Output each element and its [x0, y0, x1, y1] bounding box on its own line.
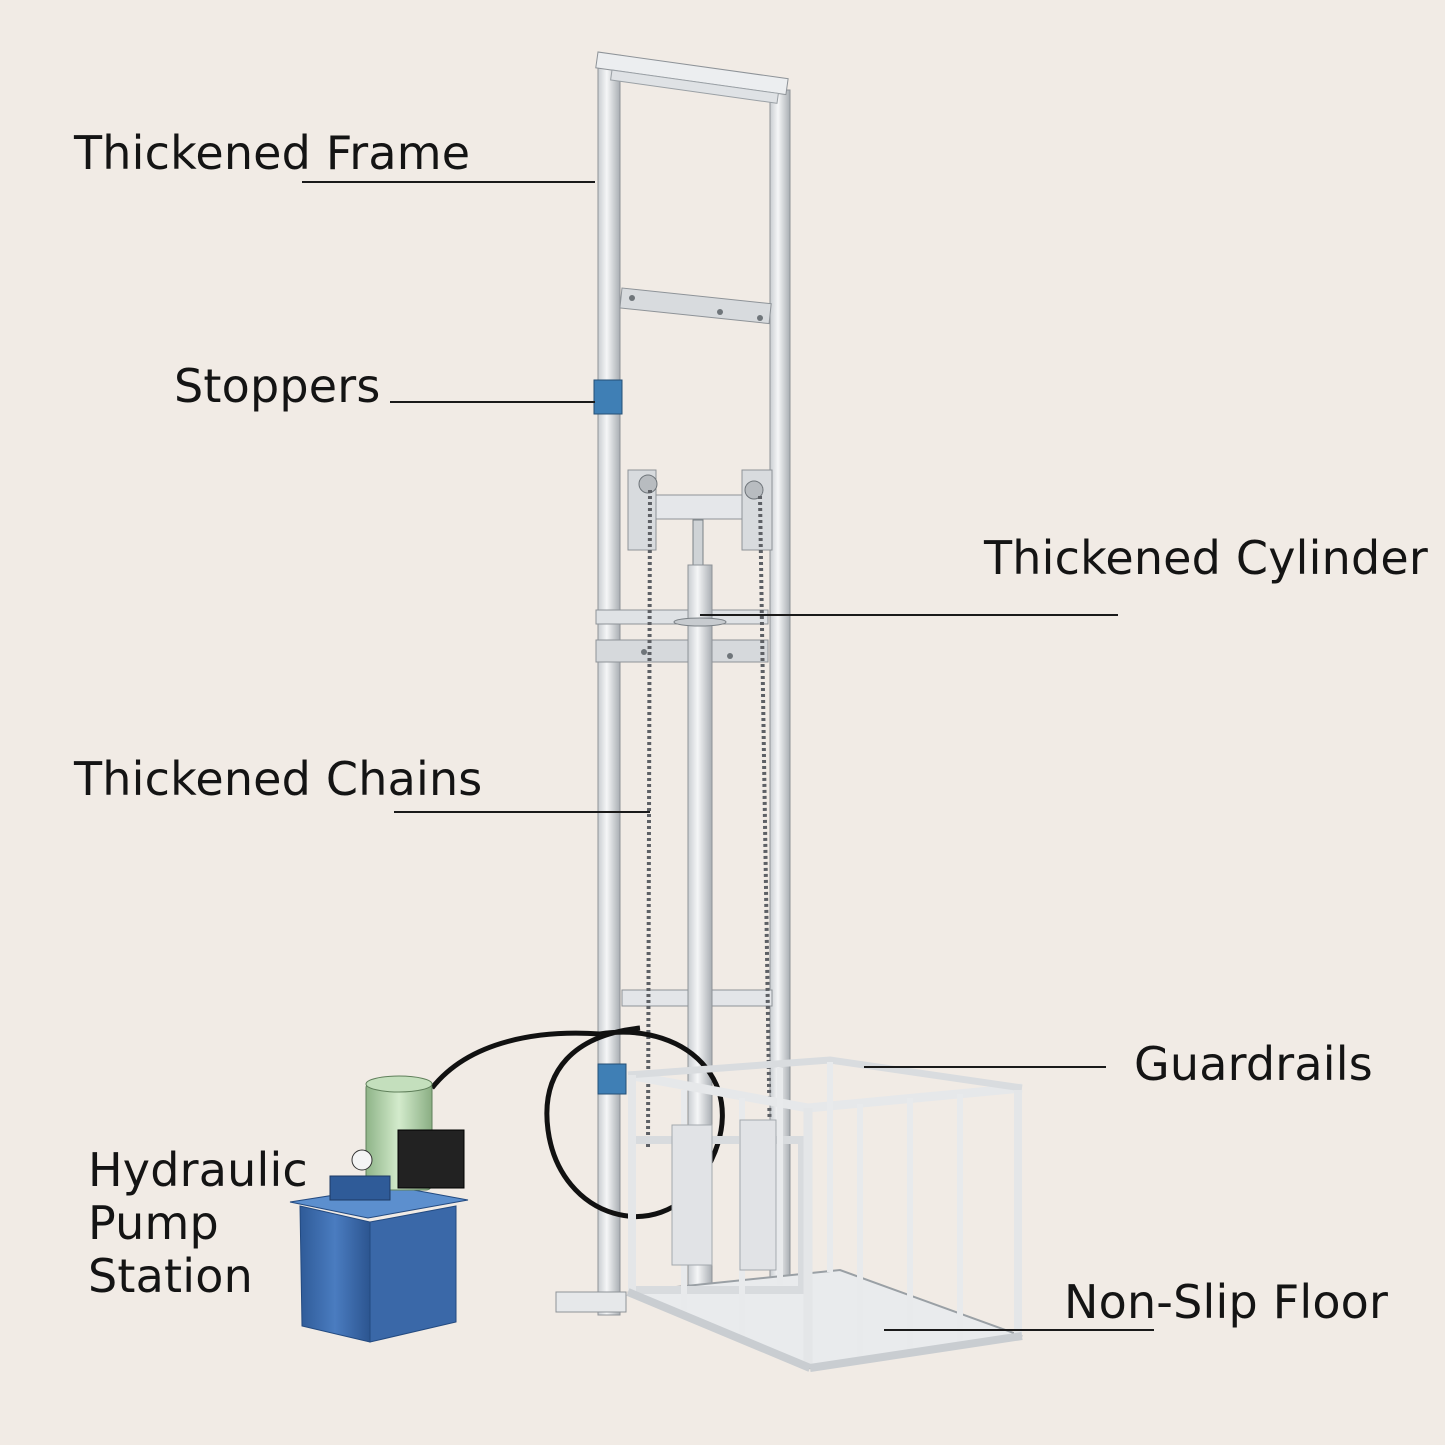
- lift-car: [626, 1056, 1023, 1372]
- mid-crossbar: [619, 287, 772, 325]
- mast-frame: [555, 51, 791, 1316]
- pulley-left: [638, 474, 658, 494]
- pump-motor-cap: [365, 1075, 433, 1093]
- stopper-blocks: [593, 379, 627, 1095]
- label-hydraulic-pump-station: Hydraulic Pump Station: [88, 1143, 308, 1303]
- cylinder-collar: [673, 617, 727, 627]
- pump-control-box: [397, 1129, 465, 1189]
- carriage-head: [595, 469, 773, 663]
- leader-thickened-cylinder: [700, 614, 1118, 616]
- pump-valve-block: [329, 1175, 391, 1201]
- upper-stopper: [593, 379, 623, 415]
- top-crossbar-lower: [610, 69, 779, 104]
- chain-right: [758, 495, 772, 1151]
- foot-bracket: [555, 1291, 627, 1313]
- label-thickened-chains: Thickened Chains: [74, 752, 483, 806]
- chain-left: [646, 489, 652, 1151]
- leader-guardrails: [864, 1066, 1106, 1068]
- pressure-gauge: [351, 1149, 373, 1171]
- label-non-slip-floor: Non-Slip Floor: [1064, 1275, 1389, 1329]
- label-thickened-frame: Thickened Frame: [74, 126, 471, 180]
- car-floor-edge-right: [809, 1332, 1023, 1372]
- carriage-plate-right: [741, 469, 773, 551]
- label-guardrails: Guardrails: [1134, 1037, 1373, 1091]
- bolt: [717, 309, 723, 315]
- bolt: [727, 653, 733, 659]
- label-thickened-cylinder: Thickened Cylinder: [984, 531, 1428, 585]
- hydraulic-pump-station: [289, 1075, 469, 1343]
- car-floor-edge-front: [626, 1288, 812, 1372]
- leader-stoppers: [390, 401, 595, 403]
- hose-from-pump: [430, 1030, 601, 1090]
- guardrail-top-back: [627, 1056, 1023, 1092]
- lift-chains: [646, 489, 772, 1151]
- bolt: [641, 649, 647, 655]
- car-side-plate: [671, 1124, 713, 1266]
- pump-tank-side: [369, 1205, 457, 1343]
- cylinder-rod: [692, 519, 704, 571]
- car-side-plate: [739, 1119, 777, 1271]
- pump-tank-front: [299, 1205, 371, 1343]
- label-stoppers: Stoppers: [174, 359, 381, 413]
- hose-loop: [544, 1025, 725, 1219]
- leader-thickened-frame: [302, 181, 595, 183]
- bolt: [757, 315, 763, 321]
- leader-thickened-chains: [394, 811, 650, 813]
- left-post: [597, 54, 621, 1316]
- bolt: [629, 295, 635, 301]
- lower-stopper: [597, 1063, 627, 1095]
- pulley-right: [744, 480, 764, 500]
- hydraulic-hose: [430, 1025, 725, 1219]
- leader-non-slip-floor: [884, 1329, 1154, 1331]
- guide-bar-lower: [595, 639, 769, 663]
